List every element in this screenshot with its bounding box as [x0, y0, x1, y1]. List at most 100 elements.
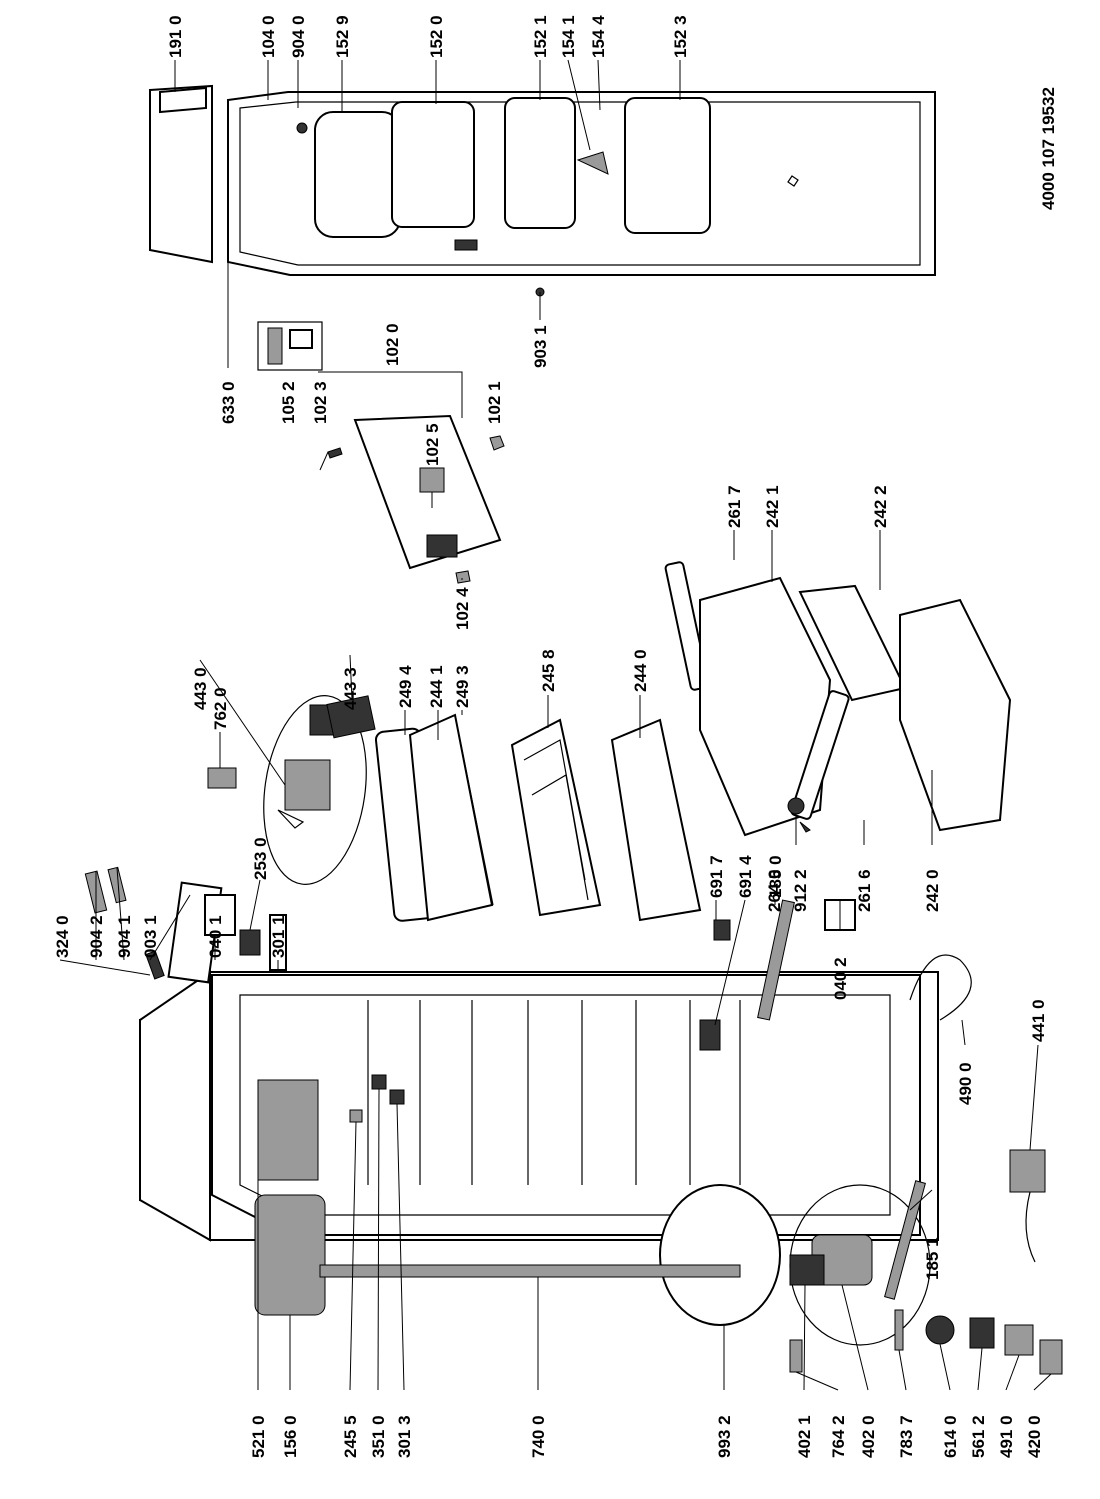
part-label-4430: 443 0 [191, 667, 210, 710]
fan-lamp-assembly [207, 695, 376, 885]
part-label-5210: 521 0 [249, 1415, 268, 1458]
part-label-1040: 104 0 [259, 15, 278, 58]
shelf-clip-1024 [455, 570, 471, 584]
part-label-1023: 102 3 [311, 381, 330, 424]
door-shelf-bin-1520 [391, 101, 475, 228]
part-label-9122: 912 2 [791, 869, 810, 912]
part-label-2420: 242 0 [923, 869, 942, 912]
part-label-1521: 152 1 [531, 15, 550, 58]
glass-shelf-2441 [408, 713, 494, 922]
condenser-cover-9932 [659, 1184, 781, 1326]
part-label-9042: 904 2 [87, 915, 106, 958]
part-label-4410: 441 0 [1029, 999, 1048, 1042]
wire-shelf-2458 [510, 718, 602, 917]
part-label-2493: 249 3 [453, 665, 472, 708]
cabinet-inner-liner [239, 994, 891, 1216]
part-label-9040: 904 0 [289, 15, 308, 58]
door-shelf-bin-1521 [504, 97, 576, 229]
part-label-0402: 040 2 [831, 957, 850, 1000]
part-label-1850: 185 0 [766, 855, 785, 898]
terminal-4200 [1039, 1339, 1063, 1375]
power-cord-4900 [909, 954, 972, 1021]
thermostat-knob-2530 [239, 929, 261, 956]
icemaker-tray-1560 [254, 1194, 326, 1316]
part-label-9031: 903 1 [531, 325, 550, 368]
part-label-1025: 102 5 [423, 423, 442, 466]
door-shelf-bin-1523 [624, 97, 711, 234]
part-label-2422: 242 2 [871, 485, 890, 528]
drawer-upper-2421 [699, 576, 832, 837]
shelf-front-trim [426, 534, 458, 558]
switch-3013 [389, 1089, 405, 1105]
part-label-5612: 561 2 [969, 1415, 988, 1458]
shelf-clip-1023 [327, 447, 343, 459]
part-label-7400: 740 0 [529, 1415, 548, 1458]
part-label-1520: 152 0 [427, 15, 446, 58]
hinge-part-1052 [257, 321, 323, 371]
glass-shelf-assembly [318, 371, 505, 584]
light-part-3510 [371, 1074, 387, 1090]
part-label-1851: 185 1 [923, 1237, 942, 1280]
cabinet-front-opening [211, 974, 921, 1236]
door-assembly [149, 84, 936, 297]
part-label-2494: 249 4 [396, 665, 415, 708]
part-label-1544: 154 4 [589, 15, 608, 58]
shelf-rear-trim-2493 [454, 714, 494, 906]
door-hinge-cover [159, 86, 207, 114]
glass-shelf-2440 [610, 718, 702, 922]
lamp-socket-4433 [326, 695, 376, 739]
clip-6917 [713, 919, 731, 941]
door-gasket-strip [149, 84, 213, 264]
part-label-1523: 152 3 [671, 15, 690, 58]
part-label-6914: 691 4 [736, 855, 755, 898]
part-label-2441: 244 1 [427, 665, 446, 708]
part-label-9041: 904 1 [115, 915, 134, 958]
hinge-cover-3240 [145, 950, 165, 980]
door-shelf-bin-1529 [314, 111, 401, 238]
part-label-1024: 102 4 [453, 587, 472, 630]
cabinet-top [139, 970, 211, 1242]
egg-holder [576, 151, 609, 175]
part-label-3011: 301 1 [269, 915, 288, 958]
door-stopper [787, 175, 799, 187]
drawer-screw-9122 [799, 821, 811, 833]
document-code: 4000 107 19532 [1039, 87, 1058, 210]
part-label-4900: 490 0 [956, 1062, 975, 1105]
part-label-2440: 244 0 [631, 649, 650, 692]
shelf-label-plate [419, 467, 445, 493]
cabinet-body [139, 899, 939, 1373]
part-label-2616: 261 6 [855, 869, 874, 912]
hinge-pin-9041 [107, 866, 127, 904]
drawer-support-6914 [699, 1019, 721, 1051]
sensor-7837 [894, 1309, 904, 1351]
drawer-lower-2420 [899, 598, 1012, 832]
overload-5612 [969, 1317, 995, 1349]
part-label-7642: 764 2 [829, 1415, 848, 1458]
part-label-1541: 154 1 [559, 15, 578, 58]
door-screw [296, 122, 308, 134]
part-label-2640: 264 0 [765, 869, 784, 912]
part-label-4200: 420 0 [1025, 1415, 1044, 1458]
part-label-2617: 261 7 [725, 485, 744, 528]
evaporator-5210 [257, 1079, 319, 1181]
drawer-rail-2616 [790, 690, 850, 820]
compressor-starter-4021 [789, 1254, 825, 1286]
part-label-2458: 245 8 [539, 649, 558, 692]
lamp-cover-7620 [207, 767, 237, 789]
part-label-2421: 242 1 [763, 485, 782, 528]
part-label-3510: 351 0 [369, 1415, 388, 1458]
part-label-1560: 156 0 [281, 1415, 300, 1458]
shelf-clip-1021 [489, 435, 505, 451]
fan-housing [284, 759, 331, 811]
part-label-1052: 105 2 [279, 381, 298, 424]
part-label-4021: 402 1 [795, 1415, 814, 1458]
condenser-tube-7400 [319, 1264, 741, 1278]
part-label-0401: 040 1 [206, 915, 225, 958]
electrical-parts [894, 954, 1063, 1375]
part-label-1020: 102 0 [383, 323, 402, 366]
part-label-4910: 491 0 [997, 1415, 1016, 1458]
part-label-7837: 783 7 [897, 1415, 916, 1458]
part-label-4020: 402 0 [859, 1415, 878, 1458]
part-label-1529: 152 9 [333, 15, 352, 58]
